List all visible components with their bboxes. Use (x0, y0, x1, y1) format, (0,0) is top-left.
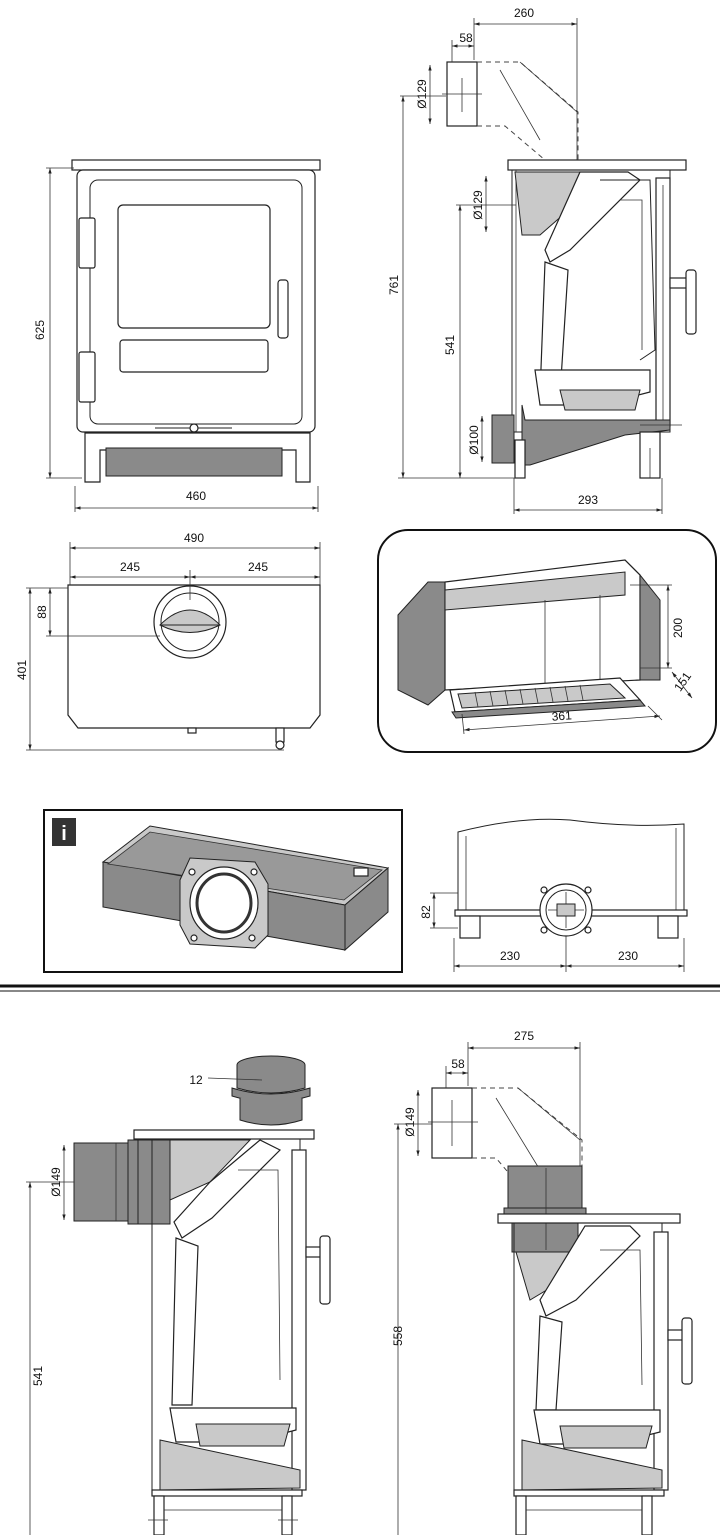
top-half-right-label: 245 (248, 560, 268, 574)
side-depth-label: 293 (578, 493, 598, 507)
top-flue-offset-label: 88 (35, 605, 49, 619)
collar-top-section (236, 1065, 306, 1094)
front-ash-drawer (105, 447, 283, 477)
collar-view: 12 (189, 1055, 311, 1126)
rear-view: 82 230 230 (419, 818, 688, 972)
rear-right-label: 230 (618, 949, 638, 963)
side-total-height-label: 761 (387, 275, 401, 295)
collar-bottom-section (239, 1098, 303, 1126)
firebox-height-label: 200 (671, 618, 685, 638)
front-top-plate (71, 159, 321, 171)
firebox-view: 200 151 361 (377, 529, 717, 753)
firebox-right-wall (624, 559, 661, 681)
front-hinge-bottom (78, 351, 96, 403)
rear-outlet-view: Ø149 541 (26, 1129, 331, 1535)
top-view: 490 245 245 88 401 (15, 531, 321, 751)
top-width-label: 490 (184, 531, 204, 545)
rear-body-outline (457, 818, 685, 910)
top-outlet-view: 275 58 Ø149 558 (391, 1029, 693, 1535)
top-outlet-pipe-diameter: Ø149 (403, 1107, 417, 1137)
side-view: 260 58 Ø129 761 (387, 6, 697, 514)
front-hinge-top (78, 217, 96, 269)
collar-part-number: 12 (189, 1073, 203, 1087)
info-badge (52, 818, 76, 846)
side-air-inlet (491, 414, 515, 464)
top-half-left-label: 245 (120, 560, 140, 574)
front-glass-window (117, 204, 271, 329)
rear-outlet-handle (319, 1235, 331, 1305)
info-box: i (43, 809, 403, 973)
rear-right-foot (657, 915, 679, 939)
front-door-handle (277, 279, 289, 339)
side-top-pipe-diameter: Ø129 (415, 79, 429, 109)
front-lower-panel (119, 339, 269, 373)
rear-outlet-baffle (173, 1139, 282, 1239)
top-outlet-vertical-pipe (507, 1165, 583, 1215)
side-air-inlet-diameter: Ø100 (467, 425, 481, 455)
rear-left-foot (459, 915, 481, 939)
top-outlet-total-width-label: 275 (514, 1029, 534, 1043)
rear-left-label: 230 (500, 949, 520, 963)
firebox-width-label: 361 (551, 708, 572, 723)
side-elbow-outline (477, 61, 579, 161)
side-offset-label: 58 (459, 31, 473, 45)
side-baffle (544, 171, 641, 263)
side-door-handle (685, 269, 697, 335)
info-badge-text: i (61, 823, 67, 845)
side-total-width-label: 260 (514, 6, 534, 20)
top-outlet-offset-label: 58 (451, 1057, 465, 1071)
rear-outlet-door (291, 1149, 307, 1491)
front-width-label: 460 (186, 489, 206, 503)
rear-outlet-pipe (73, 1142, 133, 1222)
top-depth-label: 401 (15, 660, 29, 680)
front-base (84, 432, 311, 483)
top-outlet-door (653, 1231, 669, 1491)
rear-outlet-top-plate (133, 1129, 315, 1140)
front-air-knob (189, 423, 199, 433)
side-outlet-height-label: 541 (443, 335, 457, 355)
side-top-plate (507, 159, 687, 171)
front-view: 625 460 (33, 159, 321, 512)
front-height-label: 625 (33, 320, 47, 340)
rear-outlet-height-label: 541 (31, 1366, 45, 1386)
top-outlet-baffle (539, 1225, 641, 1317)
top-outlet-top-plate (497, 1213, 681, 1224)
top-outlet-height-label: 558 (391, 1326, 405, 1346)
rear-height-label: 82 (419, 905, 433, 919)
top-outlet-handle (681, 1317, 693, 1385)
